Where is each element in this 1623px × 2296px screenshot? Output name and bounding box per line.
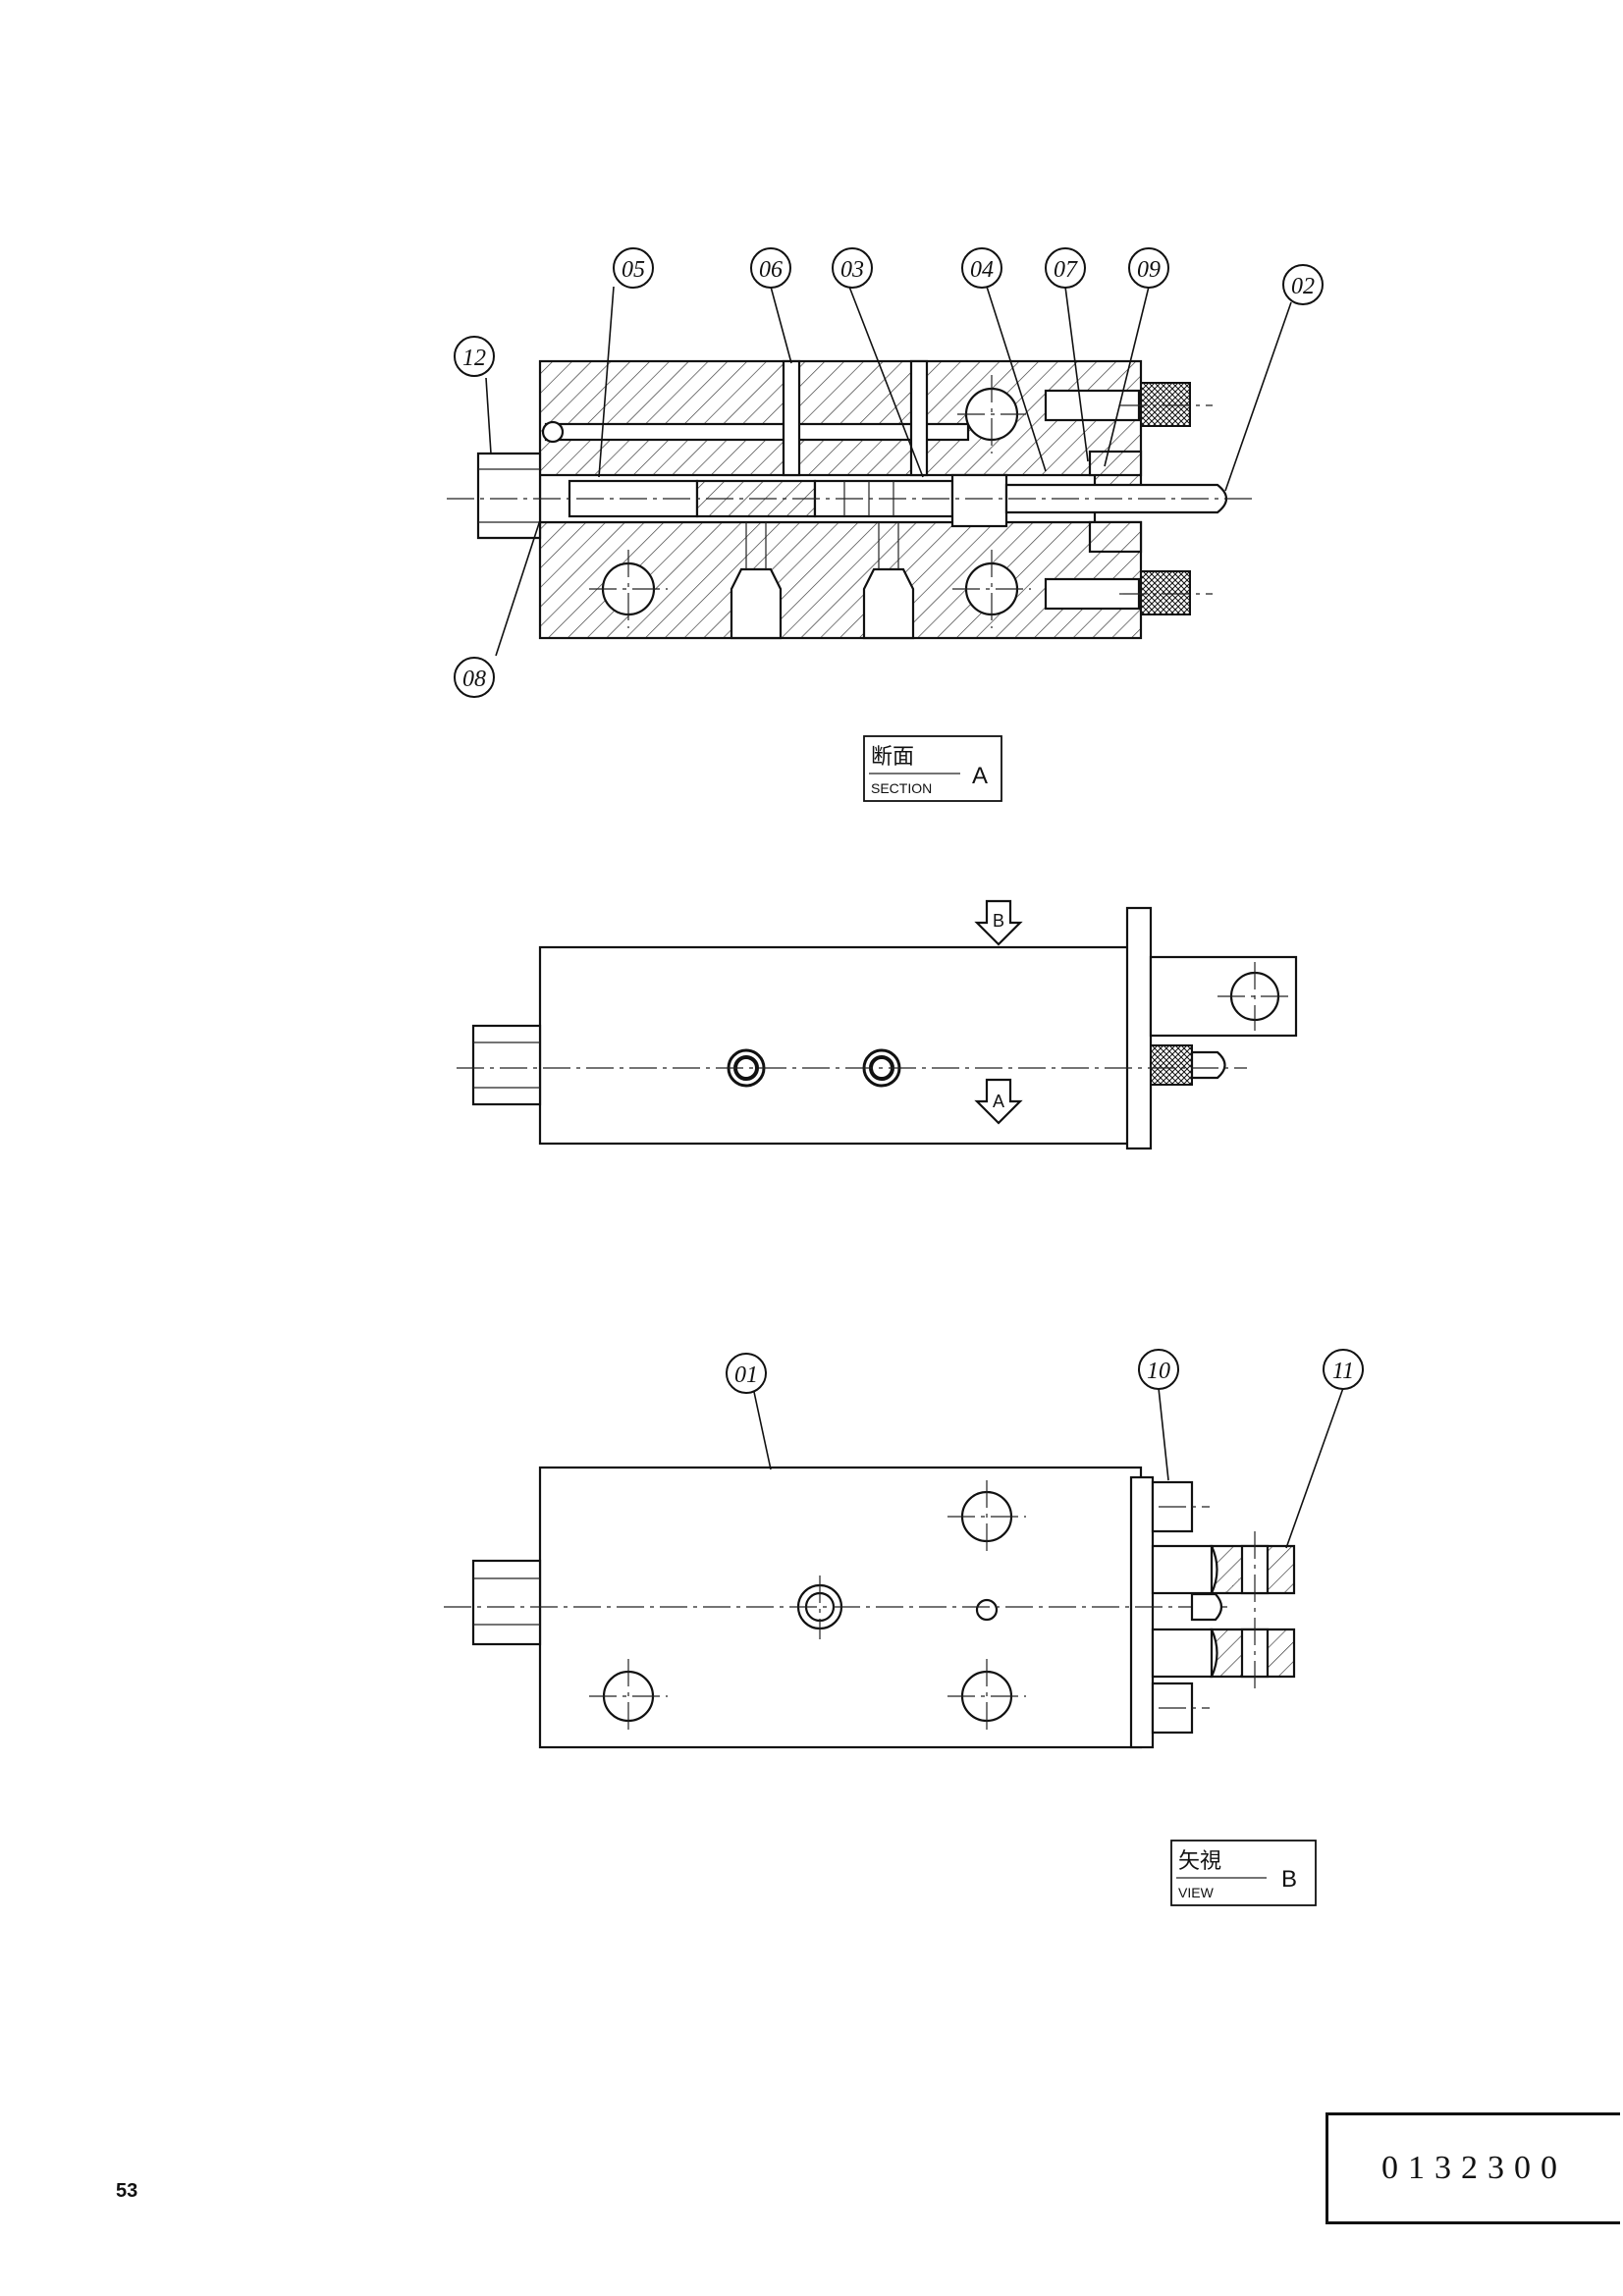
balloon-03: 03 [832, 247, 873, 289]
svg-text:04: 04 [970, 257, 994, 283]
balloon-10: 10 [1138, 1349, 1179, 1390]
end-plate [1129, 1475, 1155, 1749]
section-arrow-a: A [974, 1078, 1023, 1125]
svg-text:VIEW: VIEW [1178, 1885, 1215, 1900]
svg-text:A: A [993, 1092, 1004, 1111]
balloon-01: 01 [726, 1353, 767, 1394]
svg-text:09: 09 [1137, 257, 1161, 283]
svg-text:B: B [1281, 1866, 1297, 1893]
screw-head [1140, 382, 1191, 427]
view-b [444, 1466, 1296, 1749]
balloon-04: 04 [961, 247, 1002, 289]
svg-text:矢視: 矢視 [1178, 1849, 1221, 1874]
balloon-08: 08 [454, 657, 495, 698]
balloon-07: 07 [1045, 247, 1086, 289]
balloon-06: 06 [750, 247, 791, 289]
svg-text:02: 02 [1291, 274, 1315, 299]
small-port [975, 1598, 999, 1622]
svg-text:A: A [972, 763, 988, 789]
screw-head [1150, 1044, 1193, 1086]
balloon-02: 02 [1282, 264, 1324, 305]
balloon-11: 11 [1323, 1349, 1364, 1390]
svg-text:06: 06 [759, 257, 783, 283]
svg-text:B: B [993, 911, 1004, 931]
screw-head [1140, 570, 1191, 615]
svg-text:05: 05 [622, 257, 645, 283]
bracket [1151, 1628, 1214, 1679]
section-a-callouts: 05 06 03 04 07 09 02 12 [454, 247, 1324, 698]
hex-nut [471, 1559, 542, 1646]
svg-text:07: 07 [1054, 257, 1078, 283]
svg-text:10: 10 [1147, 1359, 1170, 1384]
side-view: B A [457, 899, 1298, 1150]
section-a-label: 断面 SECTION A [863, 735, 1002, 802]
view-b-callouts: 01 10 11 [726, 1349, 1364, 1549]
drawing-number-box: 0132300 [1325, 2112, 1620, 2224]
svg-text:断面: 断面 [871, 745, 914, 770]
drawing-number: 0132300 [1381, 2150, 1567, 2186]
view-b-label: 矢視 VIEW B [1170, 1840, 1317, 1906]
balloon-05: 05 [613, 247, 654, 289]
svg-text:SECTION: SECTION [871, 780, 932, 796]
balloon-12: 12 [454, 336, 495, 377]
page-number: 53 [116, 2180, 138, 2202]
svg-text:11: 11 [1332, 1359, 1354, 1384]
section-a-view [447, 359, 1252, 640]
end-plate [1125, 906, 1153, 1150]
view-arrow-b: B [974, 899, 1023, 946]
svg-text:08: 08 [462, 667, 486, 692]
valve-body [538, 945, 1143, 1146]
svg-text:03: 03 [840, 257, 864, 283]
hex-nut [471, 1024, 542, 1106]
bracket [1151, 1544, 1214, 1595]
hex-nut [476, 452, 542, 540]
svg-text:01: 01 [734, 1362, 758, 1388]
balloon-09: 09 [1128, 247, 1169, 289]
svg-text:12: 12 [462, 346, 486, 371]
